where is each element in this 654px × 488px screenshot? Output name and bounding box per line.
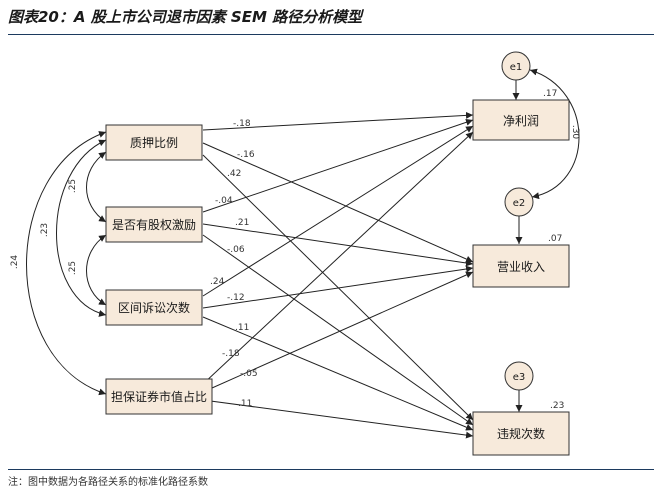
cov-label-p1-p3: .23 — [40, 223, 50, 237]
cov-arc-p2-p3 — [86, 234, 107, 306]
node-violation-count: 违规次数 — [472, 411, 570, 456]
cov-arc-e1-e2 — [529, 68, 580, 200]
path-p1-o2 — [202, 142, 474, 263]
coef-p1-o1: -.18 — [233, 119, 251, 129]
error-e1: e1 — [501, 51, 531, 81]
path-p3-o2 — [202, 265, 474, 309]
cov-arc-p1-p2 — [86, 151, 107, 223]
cov-arc-p1-p4 — [26, 131, 107, 396]
coef-p2-o3: -.06 — [227, 245, 245, 255]
coef-p3-o1: .24 — [210, 277, 225, 287]
r2-net-profit: .17 — [543, 89, 557, 99]
error-label: e1 — [510, 62, 523, 73]
footnote-rule — [8, 469, 654, 470]
node-net-profit: 净利润 — [472, 99, 570, 141]
node-equity-incentive: 是否有股权激励 — [105, 206, 203, 243]
node-revenue: 营业收入 — [472, 244, 570, 288]
node-label: 营业收入 — [497, 260, 545, 274]
coef-p1-o2: -.16 — [237, 150, 255, 160]
path-p2-o1 — [202, 118, 474, 213]
node-litigation-count: 区间诉讼次数 — [105, 289, 203, 326]
cov-label-e1-e2: .30 — [570, 125, 580, 140]
r2-violation-count: .23 — [550, 401, 564, 411]
node-label: 区间诉讼次数 — [118, 300, 190, 315]
cov-label-p1-p2: .25 — [68, 179, 78, 193]
error-label: e2 — [513, 198, 526, 209]
coef-p3-o2: -.12 — [227, 293, 245, 303]
node-label: 质押比例 — [130, 136, 178, 150]
node-guarantee-ratio: 担保证券市值占比 — [105, 378, 213, 415]
coef-p2-o2: .21 — [235, 218, 249, 228]
coef-p4-o1: -.18 — [222, 349, 240, 359]
path-p2-o3 — [202, 234, 474, 426]
path-p4-o3 — [202, 399, 474, 439]
cov-label-p1-p4: .24 — [10, 255, 20, 270]
node-label: 净利润 — [503, 114, 539, 128]
error-e2: e2 — [504, 187, 534, 217]
footnote: 注：图中数据为各路径关系的标准化路径系数 — [8, 477, 208, 488]
cov-label-p2-p3: .25 — [68, 261, 78, 275]
path-p4-o2 — [202, 271, 474, 393]
coef-p3-o3: .11 — [235, 323, 249, 333]
node-pledge-ratio: 质押比例 — [105, 124, 203, 161]
path-p2-o2 — [202, 223, 474, 267]
path-p1-o1 — [202, 111, 474, 131]
coef-p2-o1: -.04 — [215, 196, 233, 206]
error-e3: e3 — [504, 361, 534, 391]
error-label: e3 — [513, 372, 526, 383]
coef-p4-o3: .11 — [238, 399, 252, 409]
figure-title: 图表20：A 股上市公司退市因素 SEM 路径分析模型 — [8, 8, 363, 26]
coef-p4-o2: -.05 — [240, 369, 258, 379]
path-p3-o3 — [202, 316, 474, 431]
path-p3-o1 — [202, 125, 474, 297]
path-p4-o1 — [202, 131, 474, 385]
cov-arc-p1-p3 — [56, 139, 107, 317]
coef-p1-o3: .42 — [227, 169, 241, 179]
node-label: 担保证券市值占比 — [111, 389, 207, 404]
r2-revenue: .07 — [548, 234, 562, 244]
title-rule — [8, 34, 654, 35]
node-label: 违规次数 — [497, 426, 545, 441]
node-label: 是否有股权激励 — [112, 218, 196, 232]
